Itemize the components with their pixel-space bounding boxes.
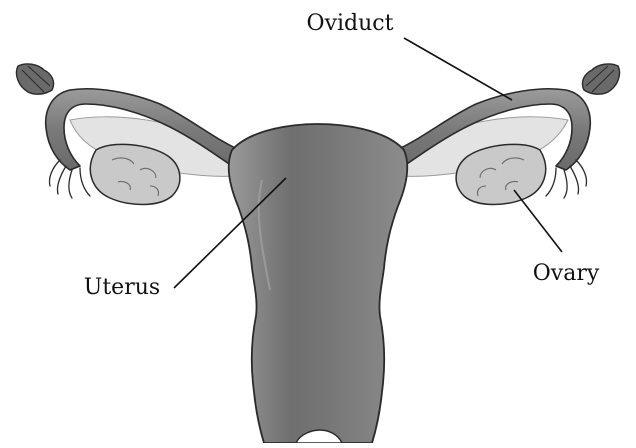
ovary-label: Ovary bbox=[533, 261, 600, 286]
ovary-leader bbox=[514, 190, 562, 252]
uterus-body bbox=[229, 124, 408, 443]
oviduct-leader bbox=[404, 38, 512, 100]
uterus-label: Uterus bbox=[84, 275, 160, 300]
oviduct-label: Oviduct bbox=[307, 11, 394, 36]
